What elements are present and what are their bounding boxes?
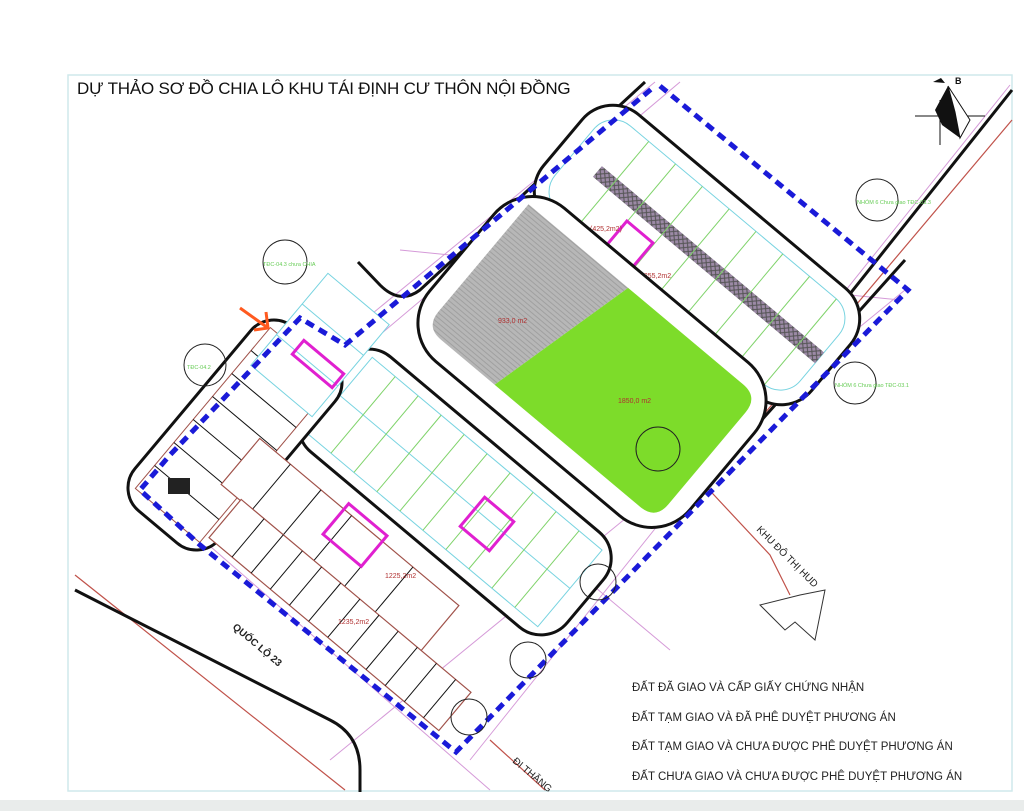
highlighted-lot-middle (458, 495, 516, 553)
marker-circle (635, 426, 681, 472)
ne-block-area: 1255,2m2 (640, 273, 671, 280)
block-south-2 (208, 498, 472, 732)
south-area-1: 1225,2m2 (385, 573, 416, 580)
block-northwest (250, 272, 390, 418)
group-label-west: TĐC-04.2 (187, 365, 211, 371)
legend-item-unassigned-unapproved: ĐẤT CHƯA GIAO VÀ CHƯA ĐƯỢC PHÊ DUYỆT PHƯ… (632, 770, 963, 783)
group-label-east: NHÓM 6 Chưa giao TĐC-03.1 (835, 382, 909, 389)
built-lot (168, 478, 190, 494)
pointer-arrow-icon (239, 306, 270, 332)
group-marker-circles (183, 178, 899, 736)
block-park (416, 195, 768, 529)
green-area-label: 1850,0 m2 (618, 398, 651, 405)
north-arrow-icon: B (915, 76, 985, 145)
highlighted-lot-south (320, 501, 390, 569)
ne-lot-area: (425,2m2) (590, 226, 622, 233)
legend: ĐẤT ĐÃ GIAO VÀ CẤP GIẤY CHỨNG NHẬN ĐẤT T… (632, 682, 962, 800)
map-title: DỰ THẢO SƠ ĐỒ CHIA LÔ KHU TÁI ĐỊNH CƯ TH… (77, 79, 571, 98)
group-label-northwest: TĐC-04.3 chưa CHIA (263, 262, 316, 268)
hud-direction-arrow (759, 589, 826, 641)
gray-area-label: 933,0 m2 (498, 318, 527, 325)
highlighted-lot-nw (290, 338, 346, 390)
block-northeast (532, 103, 862, 407)
bottom-bar (0, 800, 1024, 811)
south-area-2: 1235,2m2 (338, 619, 369, 626)
group-label-northeast: NHÓM 6 Chưa giao TĐC-03.3 (857, 199, 931, 206)
north-label: B (955, 76, 962, 86)
legend-item-temp-unapproved: ĐẤT TẠM GIAO VÀ CHƯA ĐƯỢC PHÊ DUYỆT PHƯƠ… (632, 741, 953, 753)
legend-item-temp-approved: ĐẤT TẠM GIAO VÀ ĐÃ PHÊ DUYỆT PHƯƠNG ÁN (632, 711, 896, 724)
legend-item-assigned-certified: ĐẤT ĐÃ GIAO VÀ CẤP GIẤY CHỨNG NHẬN (632, 682, 865, 694)
